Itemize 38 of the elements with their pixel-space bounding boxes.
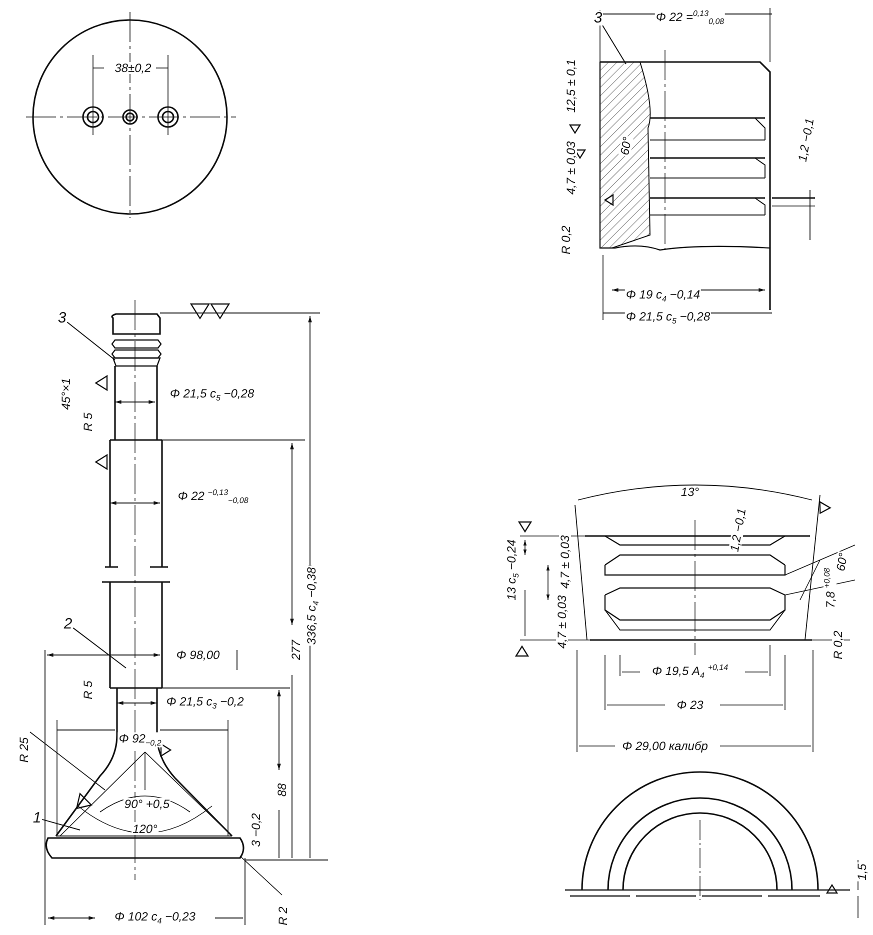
callout-number: 3 — [592, 10, 604, 26]
leader-line — [42, 818, 80, 830]
dimension-label: 277 — [290, 638, 302, 662]
dimension-label: Φ 21,5 c$_{5}$ −0,28 — [168, 387, 256, 403]
leader-line — [72, 627, 126, 668]
dimension-label: Φ 21,5 c$_{5}$ −0,28 — [624, 310, 712, 326]
dimension-label: 88 — [276, 782, 288, 798]
dimension-label: R 0,2 — [560, 224, 572, 256]
callout-number: 3 — [56, 310, 68, 326]
dimension-label: 12,5 ± 0,1 — [565, 58, 577, 114]
dimension-label: Φ 29,00 калибр — [621, 740, 709, 752]
dimension-label: Φ 19 c$_{4}$ −0,14 — [624, 288, 702, 304]
dimension-label: 4,7 ± 0,03 — [559, 534, 571, 590]
callout-number: 1 — [32, 810, 42, 826]
dimension-label: R 5 — [82, 680, 94, 700]
dimension-label: 3 −0,2 — [250, 812, 262, 848]
dimension-label: Φ 23 — [676, 699, 704, 711]
dimension-label: R 25 — [18, 736, 30, 764]
dimension-label: R 0,2 — [832, 630, 844, 660]
dimension-label: 45°×1 — [60, 377, 72, 411]
dimension-label: 4,7 ± 0,03 — [565, 140, 577, 196]
dimension-label: 1,5 — [856, 862, 868, 882]
dimension-label: Φ 92$_{−0,2}$ — [118, 732, 162, 748]
dimension-label: 120° — [132, 823, 158, 835]
dimension-label: Φ 21,5 c$_{3}$ −0,2 — [165, 695, 245, 711]
dimension-label: Φ 102 c$_{4}$ −0,23 — [114, 910, 196, 926]
dimension-label: 90° +0,5 — [123, 798, 171, 810]
dimension-label: R 2 — [277, 906, 289, 926]
dimension-label: 38±0,2 — [114, 62, 152, 74]
dimension-label: 1,2 −0,1 — [728, 506, 748, 554]
leader-line — [602, 25, 626, 64]
dimension-label: 1,2 −0,1 — [796, 116, 816, 164]
dimension-label: 4,7 ± 0,03 — [556, 594, 568, 650]
leader-line — [66, 322, 116, 360]
dimension-label: 13° — [680, 486, 700, 498]
dimension-label: R 5 — [82, 412, 94, 432]
dimension-label: Φ 98,00 — [175, 649, 221, 661]
callout-number: 2 — [62, 616, 74, 632]
